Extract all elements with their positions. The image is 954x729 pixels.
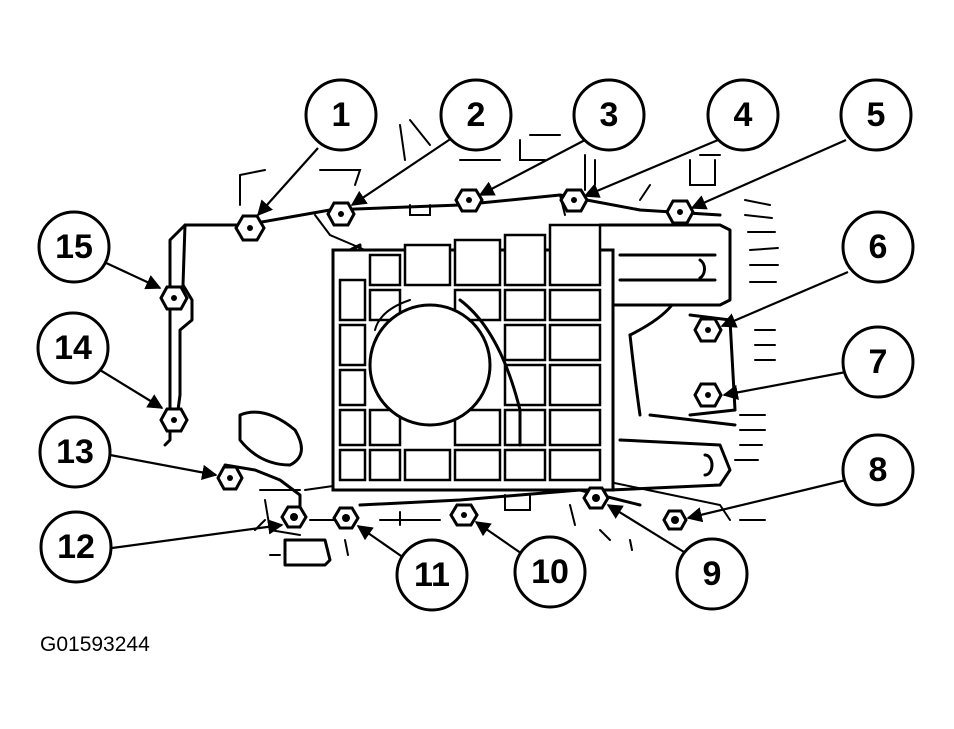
bolt-8 — [662, 509, 688, 531]
bolts — [159, 188, 723, 531]
callout-10: 10 — [513, 535, 587, 609]
callout-5: 5 — [839, 78, 913, 152]
callout-6: 6 — [841, 210, 915, 284]
callout-2: 2 — [439, 78, 513, 152]
oil-pan-illustration — [163, 119, 779, 567]
leader-6 — [720, 270, 849, 328]
callout-label: 6 — [869, 228, 888, 266]
callout-label: 9 — [703, 555, 722, 593]
callout-label: 11 — [414, 556, 450, 594]
leader-1 — [256, 147, 319, 217]
callout-label: 3 — [600, 96, 619, 134]
leader-11 — [356, 525, 405, 559]
callout-9: 9 — [675, 537, 749, 611]
callout-7: 7 — [841, 325, 915, 399]
leader-15 — [103, 261, 162, 290]
bolt-6 — [693, 317, 723, 343]
callout-3: 3 — [572, 78, 646, 152]
callout-13: 13 — [38, 415, 112, 489]
callout-label: 5 — [867, 96, 886, 134]
callout-4: 4 — [706, 78, 780, 152]
bolt-11 — [332, 506, 360, 530]
callout-label: 4 — [734, 96, 753, 134]
callout-label: 1 — [332, 96, 351, 134]
leader-10 — [474, 521, 529, 559]
leader-9 — [606, 504, 685, 553]
leader-4 — [583, 138, 719, 198]
callouts: 1 2 3 4 5 6 7 8 9 10 11 12 13 14 15 — [36, 78, 915, 612]
callout-1: 1 — [304, 78, 378, 152]
callout-label: 15 — [55, 228, 93, 266]
callout-label: 12 — [57, 528, 95, 566]
callout-label: 13 — [56, 433, 94, 471]
bolt-7 — [693, 382, 723, 408]
callout-label: 10 — [531, 553, 569, 591]
leader-7 — [722, 370, 847, 400]
callout-11: 11 — [395, 538, 469, 612]
callout-15: 15 — [37, 210, 111, 284]
bolt-2 — [326, 201, 356, 227]
bolt-10 — [449, 503, 479, 527]
callout-label: 2 — [467, 96, 486, 134]
bolt-4 — [559, 188, 589, 213]
callout-8: 8 — [841, 433, 915, 507]
callout-label: 8 — [869, 451, 888, 489]
bolt-5 — [665, 199, 695, 225]
callout-12: 12 — [39, 510, 113, 584]
callout-label: 7 — [869, 343, 888, 381]
bolt-13 — [216, 465, 244, 491]
bolt-12 — [280, 505, 308, 529]
callout-label: 14 — [54, 329, 92, 367]
leader-14 — [99, 369, 164, 409]
pan-grid — [338, 223, 602, 482]
bolt-3 — [454, 188, 484, 213]
bolt-9 — [582, 486, 610, 510]
bolt-15 — [159, 285, 189, 311]
bolt-14 — [159, 407, 189, 433]
leader-13 — [109, 453, 218, 480]
leader-8 — [686, 478, 847, 523]
leader-lines — [99, 137, 849, 559]
leader-3 — [478, 139, 586, 196]
leader-5 — [690, 138, 847, 210]
bolt-1 — [234, 214, 266, 242]
figure-id: G01593244 — [40, 633, 150, 656]
leader-2 — [350, 137, 453, 206]
callout-14: 14 — [36, 311, 110, 385]
leader-12 — [111, 519, 284, 550]
